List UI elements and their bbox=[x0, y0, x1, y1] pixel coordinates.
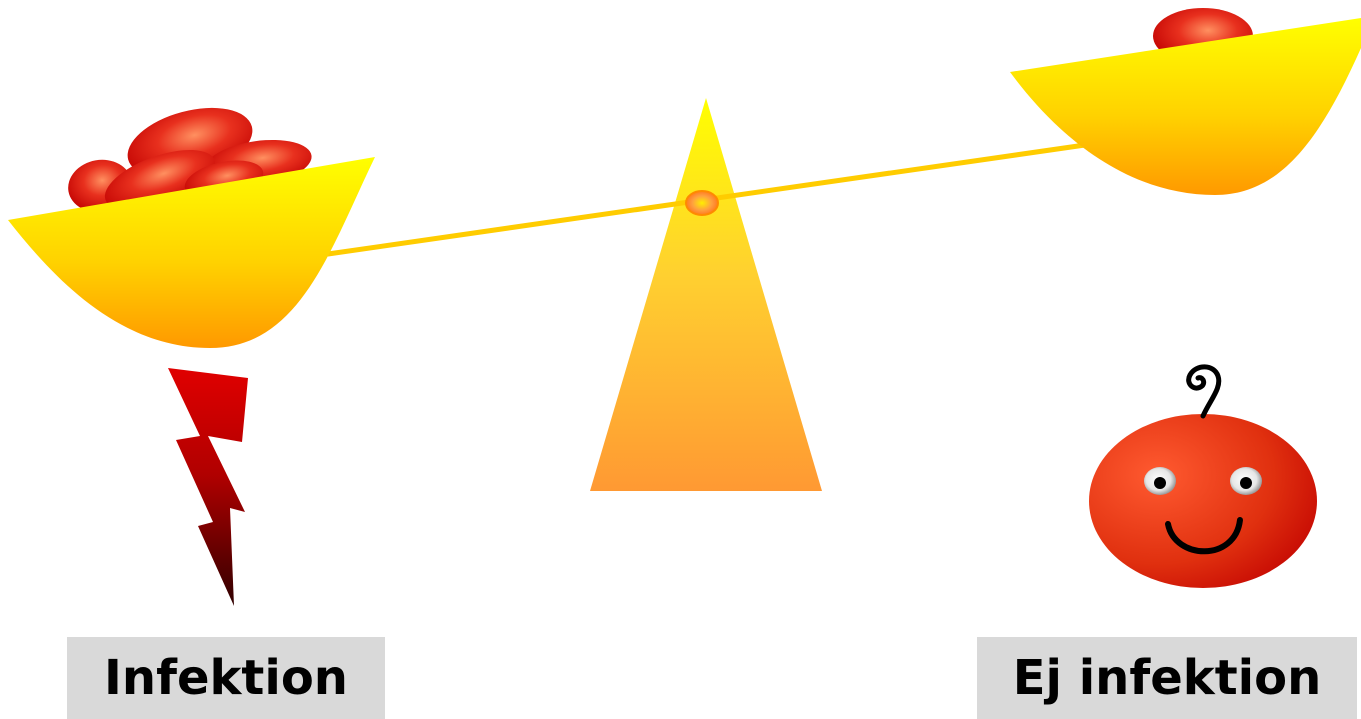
no-infection-label: Ej infektion bbox=[977, 637, 1357, 719]
infection-label: Infektion bbox=[67, 637, 385, 719]
smiley-curl bbox=[1189, 367, 1219, 416]
smiley-head bbox=[1089, 414, 1317, 588]
smiley-face-icon bbox=[1089, 367, 1317, 588]
lightning-bolt-icon bbox=[168, 368, 248, 606]
fulcrum-triangle bbox=[590, 98, 822, 491]
pivot-point bbox=[686, 191, 718, 215]
